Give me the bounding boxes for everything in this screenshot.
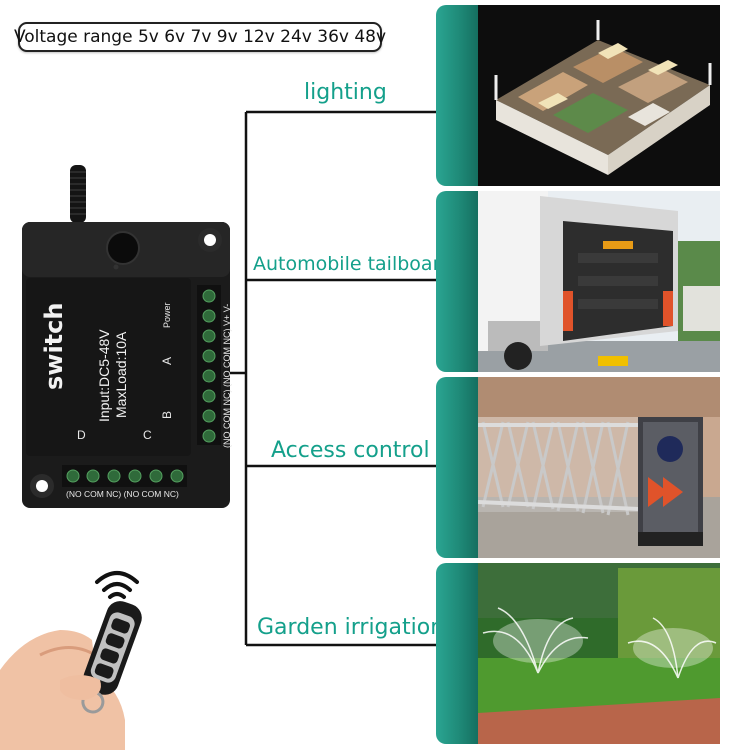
lighting-house-image xyxy=(478,5,720,186)
bottom-terminal-label: (NO COM NC) (NO COM NC) xyxy=(66,489,179,499)
right-terminals xyxy=(202,289,216,443)
label-automobile-tailboard: Automobile tailboard xyxy=(253,253,453,275)
panel-automobile-tailboard xyxy=(436,191,720,372)
right-terminal-label: (NO COM NC) (NO COM NC) V+ V- xyxy=(222,303,232,448)
channel-d-label: D xyxy=(77,428,86,442)
module-spec-maxload: MaxLoad:10A xyxy=(113,331,129,418)
panel-accent-bar xyxy=(436,377,478,558)
tailboard-truck-image xyxy=(478,191,720,372)
panel-accent-bar xyxy=(436,563,478,744)
relay-module: switch Input:DC5-48V MaxLoad:10A Power A… xyxy=(20,160,235,510)
voltage-range-badge: Voltage range 5v 6v 7v 9v 12v 24v 36v 48… xyxy=(14,22,386,52)
remote-in-hand xyxy=(0,560,160,750)
panel-accent-bar xyxy=(436,5,478,186)
module-spec-input: Input:DC5-48V xyxy=(96,329,112,422)
voltage-range-text: Voltage range 5v 6v 7v 9v 12v 24v 36v 48… xyxy=(13,27,387,47)
access-gate-image xyxy=(478,377,720,558)
power-label: Power xyxy=(162,302,172,328)
channel-a-label: A xyxy=(160,356,175,366)
bottom-terminals xyxy=(66,469,184,483)
garden-irrigation-image xyxy=(478,563,720,744)
panel-access-control xyxy=(436,377,720,558)
panel-garden-irrigation xyxy=(436,563,720,744)
panel-lighting xyxy=(436,5,720,186)
wireless-signal-icon xyxy=(95,571,139,599)
channel-b-label: B xyxy=(160,410,175,420)
channel-c-label: C xyxy=(143,428,152,442)
module-brand: switch xyxy=(40,302,68,390)
label-lighting: lighting xyxy=(304,80,387,105)
label-access-control: Access control xyxy=(271,438,430,463)
panel-accent-bar xyxy=(436,191,478,372)
label-garden-irrigation: Garden irrigation xyxy=(257,615,445,640)
